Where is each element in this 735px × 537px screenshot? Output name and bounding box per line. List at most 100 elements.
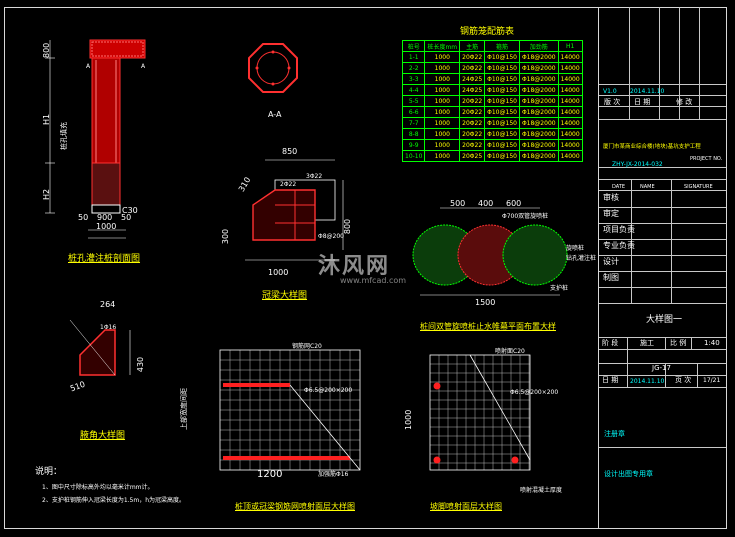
corner-dim-side: 800 [343,218,353,235]
table-cell: 20Φ25 [459,150,486,162]
table-cell: Φ10@150 [484,62,520,74]
tb-label-date: 日 期 [634,98,651,106]
jet-dim-c: 600 [506,199,522,208]
pile-dim-width: 1000 [96,222,117,231]
table-cell: 24Φ25 [459,73,486,85]
tb-drawing-no: JG-17 [652,364,671,372]
pile-c30-base [91,204,121,214]
schedule-header: 桩长度mm [424,40,461,52]
table-cell: 1000 [424,84,461,96]
table-cell: Φ18@2000 [518,73,559,85]
tb-scale-value: 1:40 [704,339,720,347]
mesh2-outline [429,354,531,471]
aa-stirrup [256,51,290,85]
mesh2-bar-dot [433,456,441,464]
jet-dim-a: 500 [450,199,466,208]
tb-page-value: 17/21 [703,377,721,384]
corner-dim-w2: 1000 [268,268,289,277]
schedule-header: 箍筋 [484,40,520,52]
table-cell: 14000 [557,106,583,118]
aa-octagon [248,43,298,93]
mesh1-side-label: 上部宽度间距 [180,388,188,430]
jet-grout-title: 桩间双管旋喷桩止水帷幕平面布置大样 [420,322,556,331]
mesh1-width: 1200 [257,469,283,480]
table-cell: Φ18@2000 [518,106,559,118]
tb-drawing-name: 大样图一 [646,315,683,325]
table-cell: 5-5 [401,95,426,107]
tb-date-value: 2014.11.10 [630,378,665,385]
pile-dim-bottom-a: 50 [78,213,89,222]
table-cell: Φ10@150 [484,150,520,162]
table-cell: 10-10 [401,150,426,162]
table-cell: 8-8 [401,128,426,140]
tb-stage-value: 施工 [640,339,654,347]
table-cell: 14000 [557,139,583,151]
table-cell: 14000 [557,62,583,74]
table-cell: 20Φ22 [459,51,486,63]
tb-project-no: ZHY-JX-2014-032 [612,161,663,168]
tb-date-label: 日 期 [602,376,619,384]
mesh1-outline [219,349,361,471]
tb-role: 审核 [603,193,619,202]
tb-stamp1: 注册章 [604,430,625,438]
corner-beam-drawing [245,159,344,261]
table-cell: 1-1 [401,51,426,63]
tb-stamp2: 设计出图专用章 [604,470,653,478]
table-cell: Φ10@150 [484,139,520,151]
mesh2-note1: 喷射面C20 [495,348,525,355]
pile-dim-bottom-b: 900 [97,213,113,222]
pile-section-title: 桩孔灌注桩剖面图 [68,254,141,264]
table-cell: Φ18@2000 [518,51,559,63]
table-cell: Φ18@2000 [518,62,559,74]
jet-label-2: 钻孔灌注桩 [566,255,597,262]
section-marker-a-left: A [86,63,91,70]
table-cell: 14000 [557,51,583,63]
tb-page-label: 页 次 [675,376,692,384]
table-cell: Φ10@150 [484,117,520,129]
table-cell: 20Φ22 [459,117,486,129]
pile-dim-h2: H2 [42,188,51,200]
mesh2-side: 1000 [404,409,413,430]
mesh2-drawing [429,354,531,471]
jet-label-3: 支护桩 [550,285,569,292]
tb-role: 制图 [603,273,619,282]
pile-dim-bottom-c: 50 [121,213,132,222]
tb-project-name: 厦门市某商业综合楼(地块)基坑支护工程 [603,144,701,150]
jet-grout-drawing [412,207,568,296]
schedule-header: 桩号 [401,40,426,52]
table-cell: Φ18@2000 [518,128,559,140]
tb-col-date: DATE [612,184,626,190]
schedule-header: 加劲筋 [518,40,559,52]
table-cell: 14000 [557,95,583,107]
table-cell: 14000 [557,150,583,162]
table-cell: 1000 [424,117,461,129]
table-cell: Φ10@150 [484,106,520,118]
jet-dim-b: 400 [478,199,494,208]
table-cell: 9-9 [401,139,426,151]
table-cell: Φ10@150 [484,95,520,107]
pile-section-drawing [45,39,146,239]
table-cell: Φ18@2000 [518,95,559,107]
pile-dim-top: 800 [42,42,51,58]
haunch-dim-a: 264 [100,300,116,309]
drawing-frame [4,7,727,529]
mesh2-bar-dot [433,382,441,390]
table-cell: 4-4 [401,84,426,96]
note-line-2: 2、支护桩钢筋伸入冠梁长度为1.5m，h为冠梁高度。 [42,497,186,504]
table-cell: 1000 [424,128,461,140]
table-cell: Φ18@2000 [518,117,559,129]
haunch-title: 腋角大样图 [80,431,126,441]
table-cell: Φ18@2000 [518,84,559,96]
haunch-rebar [79,329,116,376]
mesh1-note1: 钢筋网C20 [292,343,322,350]
table-cell: Φ18@2000 [518,139,559,151]
watermark-logo: 沐风网 [318,254,391,279]
table-cell: 1000 [424,95,461,107]
